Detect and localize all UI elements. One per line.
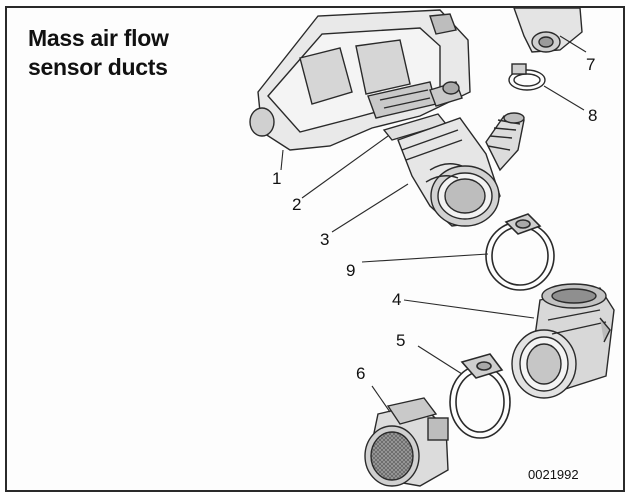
title-line-1: Mass air flow [28,25,169,51]
leader-lines [280,35,587,413]
large-hose-clamp [485,213,555,291]
mass-air-flow-sensor [364,397,449,487]
callout-5: 5 [396,331,405,350]
callout-8: 8 [588,106,597,125]
intake-boot [397,112,525,227]
callout-7: 7 [586,55,595,74]
callout-1: 1 [272,169,281,188]
callout-4: 4 [392,290,401,309]
callout-6: 6 [356,364,365,383]
figure-id: 0021992 [528,467,579,482]
medium-hose-clamp [449,353,511,439]
diagram-title: Mass air flow sensor ducts [28,24,169,82]
callout-9: 9 [346,261,355,280]
intake-gasket [382,81,463,141]
small-hose-clamp [508,63,546,91]
rubber-coupler [511,283,615,399]
callout-2: 2 [292,195,301,214]
air-filter-housing [249,9,471,151]
breather-hose-fitting [513,7,583,53]
callout-3: 3 [320,230,329,249]
title-line-2: sensor ducts [28,54,168,80]
